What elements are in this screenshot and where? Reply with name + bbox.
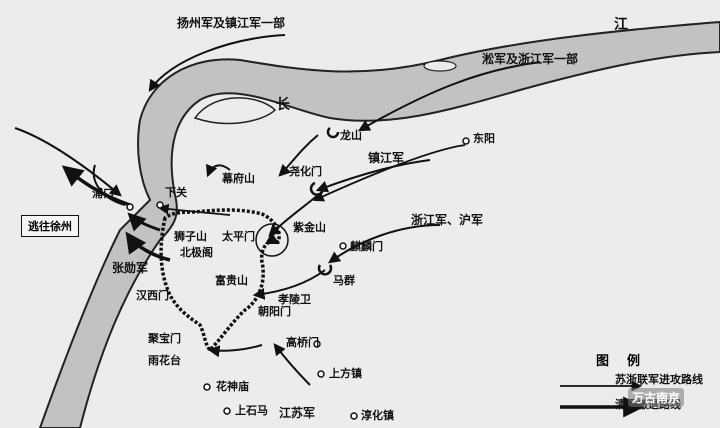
army-songjun: 淞军及浙江军一部 (482, 52, 579, 66)
watermark-label: 万古南京 (628, 388, 685, 407)
gaoqiao-dot (313, 340, 321, 348)
river-island (193, 97, 277, 125)
retreat-hanxi (125, 231, 171, 262)
route-yangzhou (148, 34, 286, 92)
place-hanximen: 汉西门 (136, 289, 169, 302)
place-shangfangzhen: 上方镇 (329, 367, 362, 380)
army-jiangsu: 江苏军 (279, 406, 316, 420)
city-wall (159, 208, 281, 353)
place-chunhuazhen: 淳化镇 (361, 409, 394, 422)
legend-title: 图例 (596, 354, 659, 369)
route-zhehu (328, 224, 441, 264)
river-char-chang: 长 (276, 97, 290, 113)
place-xiaguan: 下关 (165, 186, 187, 199)
shangfang-dot (317, 370, 325, 378)
place-yaohuamen: 尧化门 (289, 165, 322, 178)
escape-xuzhou-box: 逃往徐州 (21, 215, 79, 237)
river-char-jiang: 江 (614, 17, 628, 33)
place-longshan: 龙山 (340, 129, 362, 142)
route-to-taiping (268, 194, 319, 237)
route-mufu (206, 163, 231, 178)
zijinshan-marker (265, 232, 279, 244)
army-zhehu: 浙江军、沪军 (411, 213, 484, 227)
xiaguan-dot (156, 201, 164, 209)
place-shangshima: 上石马 (235, 404, 268, 417)
retreat-zhangxun (127, 212, 161, 232)
army-zhangxun: 张勋军 (112, 261, 149, 275)
route-jiangsu (273, 343, 311, 386)
pukou-dot (126, 203, 134, 211)
retreat-pukou-left (92, 164, 126, 206)
route-dongyang (313, 144, 466, 202)
place-shizishan: 狮子山 (174, 230, 207, 243)
place-maqun: 马群 (333, 274, 355, 287)
route-xiaguan (157, 203, 231, 216)
zijinshan-circle (255, 223, 289, 257)
qilinmen-dot (339, 242, 347, 250)
dongyang-dot (462, 137, 470, 145)
army-zhenjiang: 镇江军 (368, 151, 405, 165)
place-mufushan: 幕府山 (222, 172, 255, 185)
route-longshan (278, 134, 319, 177)
army-yangzhou: 扬州军及镇江军一部 (177, 16, 286, 30)
route-zhenjiang (315, 159, 431, 193)
route-songjun (357, 61, 541, 132)
route-maqun (252, 269, 326, 300)
chunhua-dot (350, 412, 358, 420)
place-jubaomen: 聚宝门 (148, 332, 181, 345)
place-beijige: 北极阁 (180, 246, 213, 259)
place-gaoqiaomen: 高桥门 (286, 336, 319, 349)
place-taiping: 太平门 (222, 230, 255, 243)
place-dongyang: 东阳 (473, 132, 495, 145)
huashen-dot (203, 383, 211, 391)
place-qilinmen: 麒麟门 (350, 240, 383, 253)
place-xiaolingwei: 孝陵卫 (278, 293, 311, 306)
retreat-pukou (61, 165, 131, 207)
place-huashenmiao: 花神庙 (216, 380, 249, 393)
yangtze-river (38, 20, 720, 428)
shangshima-dot (223, 407, 231, 415)
retreat-north (14, 127, 122, 197)
legend-attack-label: 苏浙联军进攻路线 (615, 373, 703, 386)
place-fuguishan: 富贵山 (215, 274, 248, 287)
place-chaoyangmen: 朝阳门 (258, 305, 291, 318)
place-pukou: 浦口 (92, 187, 114, 200)
place-zijinshan: 紫金山 (293, 221, 326, 234)
yaohua-marker (309, 181, 325, 196)
longshan-marker (326, 127, 340, 139)
maqun-marker (317, 264, 333, 276)
place-yuhuatai: 雨花台 (148, 354, 181, 367)
river-islet (423, 60, 457, 72)
route-gaoqiao (207, 344, 263, 358)
